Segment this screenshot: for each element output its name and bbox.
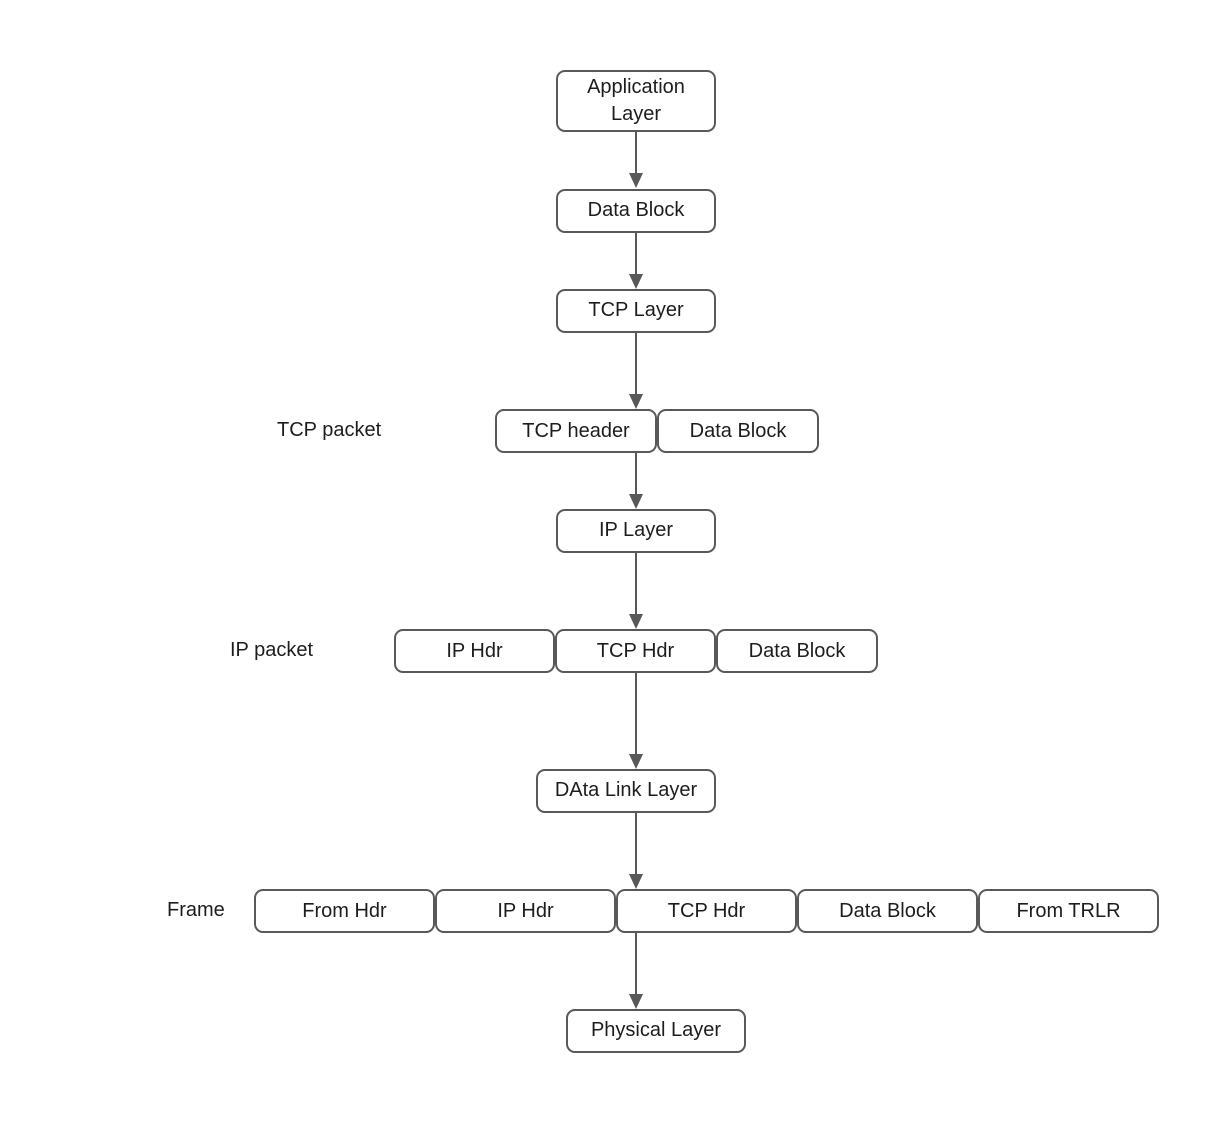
caption-tcp-packet: TCP packet [277, 419, 382, 441]
data-block-label: Data Block [587, 199, 685, 222]
segment-ip-packet-data-block[interactable]: Data Block [716, 629, 878, 673]
node-ip-layer[interactable]: IP Layer [556, 509, 716, 553]
segment-frame-from-trlr[interactable]: From TRLR [978, 889, 1159, 933]
packet-row-ip-packet: IP Hdr TCP Hdr Data Block [394, 629, 878, 673]
tcp-layer-label: TCP Layer [588, 299, 684, 322]
data-link-layer-label: DAta Link Layer [554, 779, 698, 802]
application-layer-label-line2: Layer [610, 103, 662, 125]
segment-frame-ip-hdr[interactable]: IP Hdr [435, 889, 616, 933]
segment-frame-from-hdr[interactable]: From Hdr [254, 889, 435, 933]
segment-tcp-header[interactable]: TCP header [495, 409, 657, 453]
node-data-link-layer[interactable]: DAta Link Layer [536, 769, 716, 813]
physical-layer-label: Physical Layer [590, 1019, 722, 1042]
segment-frame-tcp-hdr[interactable]: TCP Hdr [616, 889, 797, 933]
application-layer-label-line1: Application [587, 76, 685, 98]
node-physical-layer[interactable]: Physical Layer [566, 1009, 746, 1053]
segment-frame-ip-hdr-label: IP Hdr [497, 899, 554, 922]
segment-frame-tcp-hdr-label: TCP Hdr [667, 899, 746, 922]
packet-row-frame: From Hdr IP Hdr TCP Hdr Data Block From … [254, 889, 1159, 933]
segment-frame-from-hdr-label: From Hdr [302, 899, 387, 922]
segment-tcp-packet-data-block[interactable]: Data Block [657, 409, 819, 453]
node-data-block[interactable]: Data Block [556, 189, 716, 233]
segment-ip-packet-tcp-hdr[interactable]: TCP Hdr [555, 629, 716, 673]
caption-frame: Frame [167, 899, 225, 921]
ip-layer-label: IP Layer [598, 519, 674, 542]
segment-ip-packet-data-block-label: Data Block [748, 639, 846, 662]
segment-frame-data-block-label: Data Block [839, 899, 936, 922]
segment-ip-hdr-label: IP Hdr [446, 639, 503, 662]
segment-frame-data-block[interactable]: Data Block [797, 889, 978, 933]
node-tcp-layer[interactable]: TCP Layer [556, 289, 716, 333]
segment-ip-hdr[interactable]: IP Hdr [394, 629, 555, 673]
node-application-layer[interactable]: Application Layer [556, 70, 716, 132]
caption-ip-packet: IP packet [230, 639, 314, 661]
segment-ip-packet-tcp-hdr-label: TCP Hdr [596, 639, 675, 662]
segment-tcp-header-label: TCP header [522, 419, 630, 442]
segment-frame-from-trlr-label: From TRLR [1016, 899, 1121, 922]
packet-row-tcp-packet: TCP header Data Block [495, 409, 819, 453]
segment-tcp-packet-data-block-label: Data Block [689, 419, 787, 442]
